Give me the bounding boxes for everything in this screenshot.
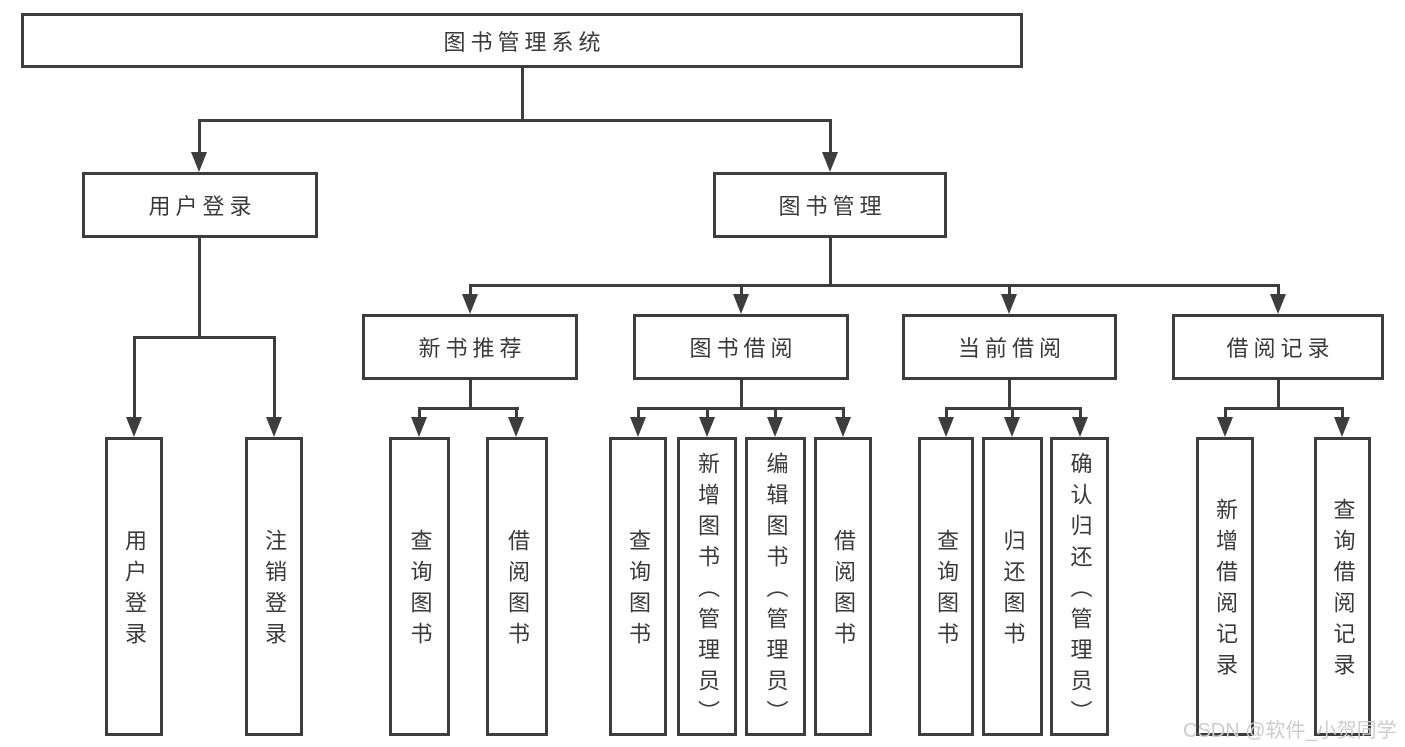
connector-to-add-books-admin xyxy=(705,407,709,423)
connector-to-user-login xyxy=(197,119,201,157)
arrowhead-query-books-recommend xyxy=(411,417,427,437)
leaf-add-books-admin-label: 新增图书（管理员） xyxy=(695,451,720,731)
connector-root-down xyxy=(520,68,524,121)
node-book-borrowing-label: 图书借阅 xyxy=(689,336,798,361)
leaf-return-books-label: 归还图书 xyxy=(1000,529,1026,653)
leaf-query-borrow-record: 查询借阅记录 xyxy=(1314,437,1371,736)
node-borrowing-records: 借阅记录 xyxy=(1172,314,1384,380)
connector-records-horizontal xyxy=(1223,407,1344,410)
leaf-logout: 注销登录 xyxy=(245,437,303,736)
connector-to-query-books-recommend xyxy=(417,407,421,423)
connector-to-return-books xyxy=(1010,407,1014,423)
leaf-query-books-borrowing-label: 查询图书 xyxy=(626,529,651,653)
arrowhead-current-borrowing xyxy=(1001,294,1017,314)
arrowhead-return-books xyxy=(1004,417,1020,437)
node-book-management-label: 图书管理 xyxy=(778,194,887,219)
arrowhead-borrow-books xyxy=(835,417,851,437)
connector-to-leaf-logout xyxy=(272,336,276,422)
node-current-borrowing-label: 当前借阅 xyxy=(957,336,1066,361)
node-user-login: 用户登录 xyxy=(82,172,318,238)
connector-user-login-horizontal xyxy=(132,336,276,339)
arrowhead-borrow-books-recommend xyxy=(508,417,524,437)
leaf-borrow-books-label: 借阅图书 xyxy=(831,529,856,653)
connector-root-horizontal xyxy=(197,119,831,122)
leaf-borrow-books: 借阅图书 xyxy=(814,437,872,736)
connector-to-edit-books-admin xyxy=(773,407,777,423)
leaf-query-books-borrowing: 查询图书 xyxy=(609,437,667,736)
node-user-login-label: 用户登录 xyxy=(148,194,257,219)
csdn-watermark: CSDN @软件_小贺同学 xyxy=(1183,720,1397,742)
connector-current-down xyxy=(1007,378,1011,409)
connector-to-query-borrow-record xyxy=(1340,407,1344,423)
node-library-system-label: 图书管理系统 xyxy=(443,29,606,55)
connector-recommend-down xyxy=(468,380,472,409)
leaf-query-books-recommend-label: 查询图书 xyxy=(407,529,433,653)
leaf-add-borrow-record: 新增借阅记录 xyxy=(1196,437,1254,736)
arrowhead-user-login xyxy=(191,152,207,172)
node-current-borrowing: 当前借阅 xyxy=(902,314,1117,380)
connector-book-management-down xyxy=(828,238,832,287)
arrowhead-confirm-return xyxy=(1072,417,1088,437)
leaf-query-borrow-record-label: 查询借阅记录 xyxy=(1330,498,1356,684)
arrowhead-leaf-logout xyxy=(266,417,282,437)
leaf-query-books-recommend: 查询图书 xyxy=(389,437,450,736)
arrowhead-add-borrow-record xyxy=(1217,417,1233,437)
node-book-borrowing: 图书借阅 xyxy=(633,314,849,380)
leaf-user-login-label: 用户登录 xyxy=(122,529,147,653)
connector-recommend-horizontal xyxy=(417,407,519,410)
leaf-logout-label: 注销登录 xyxy=(262,529,287,653)
connector-user-login-down xyxy=(197,236,201,338)
node-book-management: 图书管理 xyxy=(713,172,947,238)
leaf-edit-books-admin: 编辑图书（管理员） xyxy=(745,437,806,736)
leaf-add-books-admin: 新增图书（管理员） xyxy=(677,437,737,736)
connector-to-borrowing-records xyxy=(1276,284,1280,300)
connector-records-down xyxy=(1276,378,1280,409)
connector-to-book-borrowing xyxy=(739,284,743,300)
arrowhead-edit-books-admin xyxy=(767,417,783,437)
connector-to-current-borrowing xyxy=(1007,284,1011,300)
connector-to-leaf-user-login xyxy=(132,336,136,422)
connector-to-book-management xyxy=(828,119,832,157)
connector-to-confirm-return xyxy=(1078,407,1082,423)
connector-borrowing-horizontal xyxy=(636,407,845,410)
arrowhead-query-borrow-record xyxy=(1334,417,1350,437)
leaf-borrow-books-recommend: 借阅图书 xyxy=(486,437,548,736)
connector-to-new-book-recommend xyxy=(468,284,472,300)
leaf-query-books-current: 查询图书 xyxy=(918,437,974,736)
node-library-system: 图书管理系统 xyxy=(21,13,1023,68)
arrowhead-borrowing-records xyxy=(1270,294,1286,314)
node-new-book-recommend-label: 新书推荐 xyxy=(418,336,527,361)
connector-to-add-borrow-record xyxy=(1223,407,1227,423)
node-new-book-recommend: 新书推荐 xyxy=(362,314,578,380)
arrowhead-query-books-current xyxy=(938,417,954,437)
node-borrowing-records-label: 借阅记录 xyxy=(1226,336,1335,361)
leaf-confirm-return-admin: 确认归还（管理员） xyxy=(1050,437,1109,736)
leaf-add-borrow-record-label: 新增借阅记录 xyxy=(1213,498,1238,684)
leaf-borrow-books-recommend-label: 借阅图书 xyxy=(505,529,530,653)
connector-to-query-books-current xyxy=(944,407,948,423)
arrowhead-book-borrowing xyxy=(733,294,749,314)
arrowhead-query-books-borrowing xyxy=(630,417,646,437)
leaf-query-books-current-label: 查询图书 xyxy=(934,529,959,653)
leaf-confirm-return-admin-label: 确认归还（管理员） xyxy=(1067,451,1093,731)
connector-level3-horizontal xyxy=(468,284,1280,287)
connector-borrowing-down xyxy=(739,380,743,409)
arrowhead-add-books-admin xyxy=(699,417,715,437)
leaf-user-login: 用户登录 xyxy=(105,437,163,736)
leaf-return-books: 归还图书 xyxy=(982,437,1043,736)
leaf-edit-books-admin-label: 编辑图书（管理员） xyxy=(763,451,789,731)
arrowhead-leaf-user-login xyxy=(126,417,142,437)
connector-to-borrow-books-recommend xyxy=(514,407,518,423)
connector-to-borrow-books xyxy=(841,407,845,423)
arrowhead-new-book-recommend xyxy=(462,294,478,314)
connector-to-query-books-borrowing xyxy=(636,407,640,423)
arrowhead-book-management xyxy=(822,152,838,172)
